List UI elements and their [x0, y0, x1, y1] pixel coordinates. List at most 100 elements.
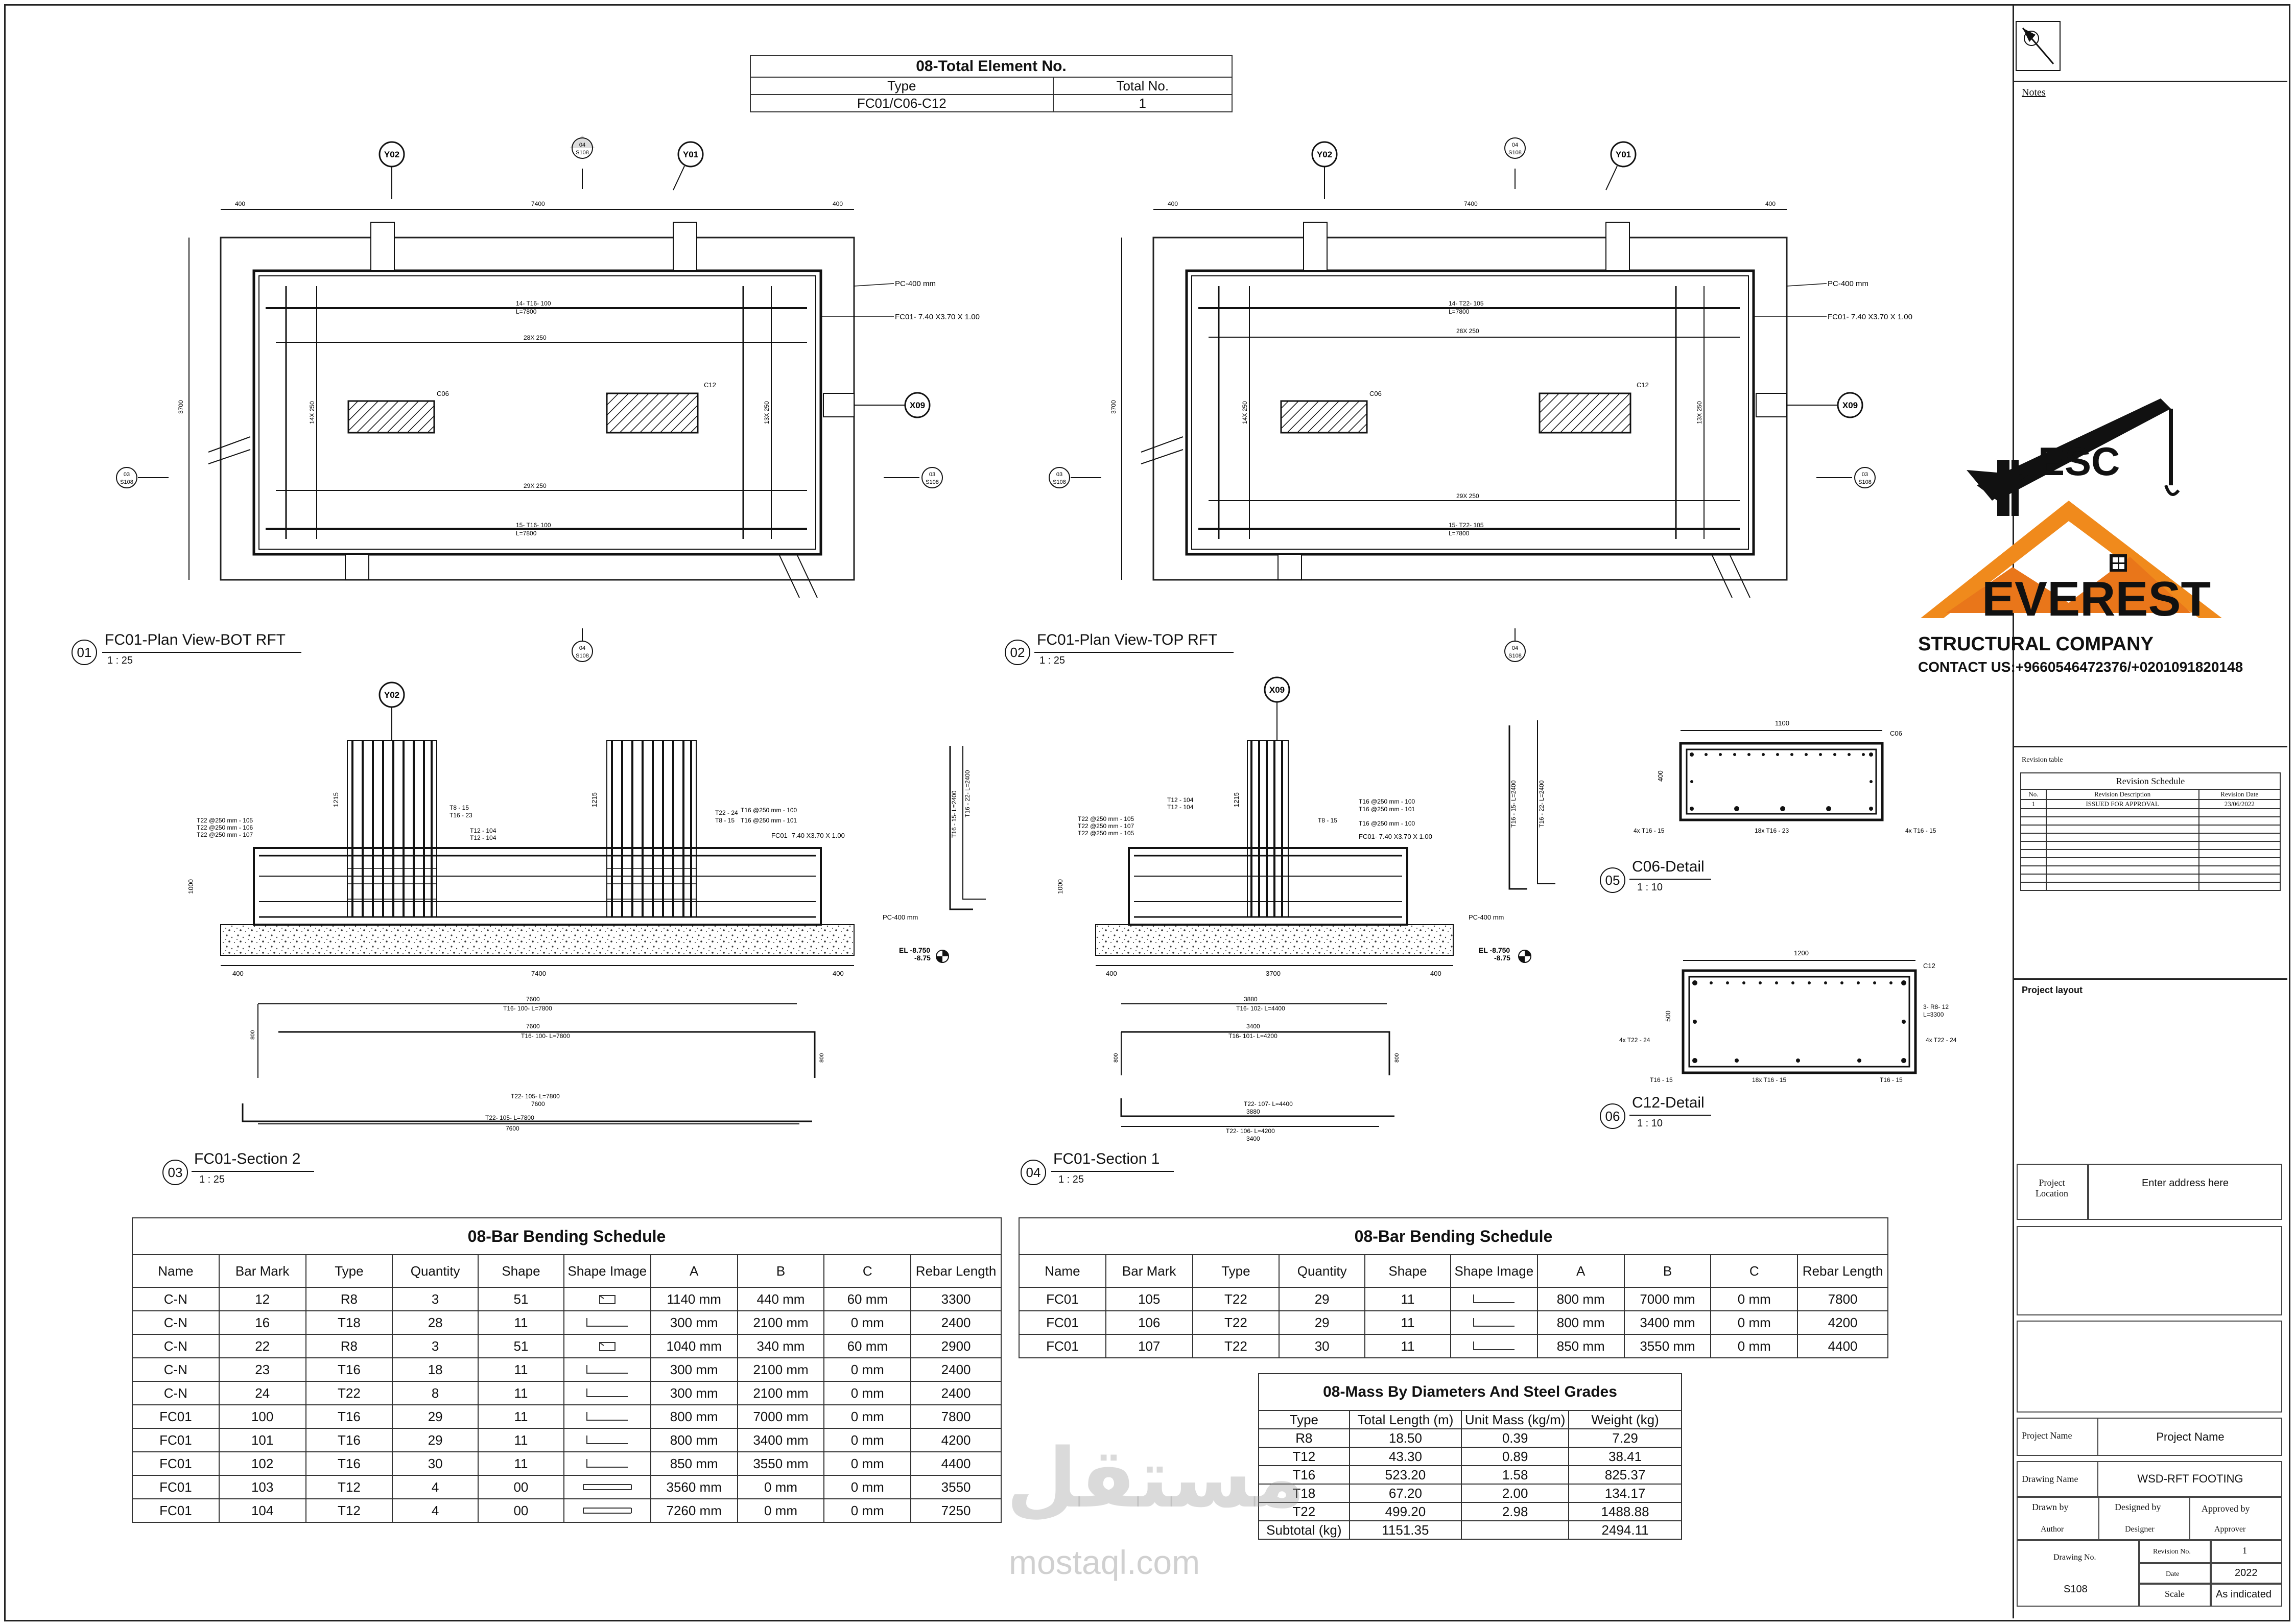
rebar-callout: T16 @250 mm - 100 — [1359, 820, 1415, 827]
table-cell: 18.50 — [1348, 1428, 1462, 1448]
rebar-callout: T8 - 15 — [1318, 817, 1337, 824]
dim-label: 1215 — [590, 792, 598, 807]
drawing-no-label: Drawing No. — [2053, 1553, 2096, 1562]
c06-detail: 1100 C06 400 4x T16 - 15 18x T16 - 23 4x… — [1634, 719, 1936, 834]
bar-dim: 800 — [819, 1053, 825, 1063]
dim-label: 1215 — [332, 792, 340, 807]
table-cell: 3 — [392, 1287, 479, 1311]
table-cell: 0 mm — [1710, 1287, 1799, 1311]
table-cell: T22 — [1192, 1334, 1280, 1358]
table-cell: 0 mm — [1710, 1310, 1799, 1335]
dim-label: 7400 — [531, 200, 545, 207]
view-title-03: FC01-Section 2 — [194, 1150, 301, 1167]
table-cell: 800 mm — [650, 1428, 738, 1452]
table-cell: 0 mm — [823, 1310, 912, 1335]
table-cell: R8 — [305, 1287, 393, 1311]
bar-label: 15- T16- 100 — [516, 522, 551, 529]
bar-bending-schedule-right: 08-Bar Bending Schedule Name Bar Mark Ty… — [1019, 1217, 1888, 1358]
grid-bubble-y01: Y01 — [683, 150, 698, 159]
col-rebar-length: Rebar Length — [910, 1254, 1002, 1288]
section-marker: 03 S108 — [116, 467, 169, 488]
table-cell: C-N — [132, 1381, 220, 1405]
fc-label: FC01- 7.40 X3.70 X 1.00 — [771, 832, 845, 839]
bar-dim: T16 - 22- L=2400 — [1538, 780, 1545, 828]
dim-label: 400 — [1657, 770, 1664, 782]
bar-dim: T16 - 15- L=2400 — [1510, 780, 1517, 828]
project-location-cell — [2017, 1164, 2088, 1220]
spacing-label: 14X 250 — [1241, 401, 1248, 424]
mass-title: 08-Mass By Diameters And Steel Grades — [1258, 1373, 1682, 1411]
col-type: Type — [305, 1254, 393, 1288]
contact-info: CONTACT US:+9660546472376/+0201091820148 — [1918, 659, 2243, 674]
table-cell: 0 mm — [737, 1498, 825, 1523]
bar-dim: 7600 — [526, 996, 540, 1003]
table-cell: 2.00 — [1461, 1484, 1570, 1503]
view-number-06: 06 — [1600, 1103, 1625, 1129]
shape-image-cell — [563, 1381, 651, 1405]
view-scale-04: 1 : 25 — [1058, 1174, 1084, 1185]
shape-image-cell — [563, 1451, 651, 1476]
dim-label: 3700 — [1266, 970, 1281, 977]
date-cell — [2211, 1563, 2282, 1584]
rebar-callout: 4x T16 - 15 — [1905, 827, 1936, 834]
dim-label: 400 — [1765, 200, 1776, 207]
section-1: 3700 400 400 1000 1215 T22 @250 mm - 105… — [1056, 676, 1555, 1142]
table-cell: 00 — [478, 1498, 564, 1523]
revision-schedule-title: Revision Schedule — [2020, 772, 2281, 790]
svg-text:S108: S108 — [576, 653, 589, 659]
shape-image-icon — [1473, 1318, 1515, 1327]
bar-bending-schedule-left: 08-Bar Bending Schedule Name Bar Mark Ty… — [132, 1217, 1002, 1523]
rebar-callout: T16 @250 mm - 101 — [1359, 806, 1415, 813]
c12-detail: 1200 C12 500 4x T22 - 24 4x T22 - 24 3- … — [1619, 949, 1956, 1084]
rebar-callout: T16 - 15 — [1880, 1076, 1903, 1084]
rebar-callout: T22 @250 mm - 105 — [1078, 830, 1134, 837]
title-underline — [1051, 1171, 1174, 1172]
rebar-callout: 18x T16 - 15 — [1752, 1076, 1786, 1084]
section-marker: 04 S108 — [572, 628, 593, 662]
table-cell: T12 — [1258, 1447, 1350, 1466]
shape-image-icon — [586, 1435, 628, 1444]
svg-text:04: 04 — [579, 645, 585, 651]
rebar-callout: 4x T22 - 24 — [1619, 1037, 1650, 1044]
col-name: Name — [1019, 1254, 1106, 1288]
drawing-name-label-cell — [2017, 1461, 2098, 1497]
rebar-callout: T12 - 104 — [1167, 804, 1194, 811]
table-cell: 11 — [478, 1451, 564, 1476]
total-element-title: 08-Total Element No. — [750, 55, 1233, 78]
mass-by-diameter-table: 08-Mass By Diameters And Steel Grades Ty… — [1258, 1373, 1682, 1540]
table-cell: 1488.88 — [1568, 1502, 1682, 1521]
table-cell: FC01 — [132, 1498, 220, 1523]
table-cell: 134.17 — [1568, 1484, 1682, 1503]
crane-icon — [1967, 398, 2180, 516]
section-marker: 03 S108 — [1816, 467, 1876, 488]
table-cell: 104 — [218, 1498, 306, 1523]
table-cell: 7800 — [1797, 1287, 1888, 1311]
table-cell: 101 — [218, 1428, 306, 1452]
table-cell: 3550 mm — [1623, 1334, 1712, 1358]
dim-label: 1215 — [1233, 792, 1240, 807]
svg-text:03: 03 — [929, 472, 935, 478]
view-number-03: 03 — [162, 1160, 188, 1185]
bar-dim: 3880 — [1246, 1108, 1260, 1115]
table-cell: 0 mm — [823, 1428, 912, 1452]
rebar-callout: T16 @250 mm - 100 — [1359, 798, 1415, 805]
bar-dim: T22- 107- L=4400 — [1244, 1100, 1293, 1108]
table-cell: C-N — [132, 1357, 220, 1382]
rebar-callout: T12 - 104 — [1167, 796, 1194, 804]
table-cell: Subtotal (kg) — [1258, 1520, 1350, 1540]
table-cell: 18 — [392, 1357, 479, 1382]
section-marker: 04 S108 — [1504, 137, 1526, 189]
logo-esc: ESC — [2038, 439, 2120, 484]
column-details: 1100 C06 400 4x T16 - 15 18x T16 - 23 4x… — [1619, 719, 1956, 1084]
pc-label: PC-400 mm — [895, 279, 936, 288]
col-weight: Weight (kg) — [1568, 1410, 1682, 1429]
table-cell: 4200 — [1797, 1310, 1888, 1335]
rebar-callout: T8 - 15 — [449, 804, 469, 811]
table-cell: 29 — [1279, 1310, 1366, 1335]
rebar-callout: T22 @250 mm - 105 — [197, 817, 253, 824]
shape-image-icon — [586, 1412, 628, 1421]
